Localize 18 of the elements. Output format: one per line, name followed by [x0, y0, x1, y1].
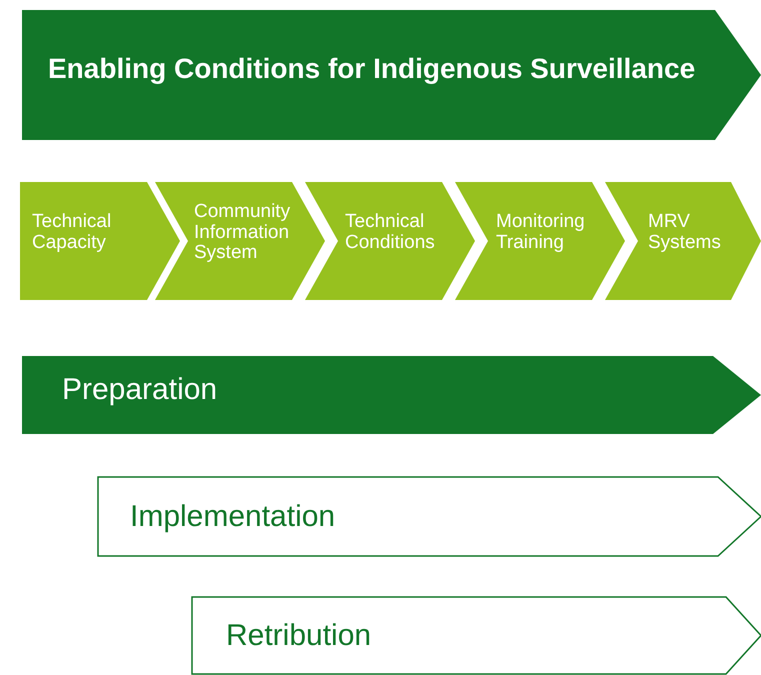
chevron-step	[155, 182, 325, 300]
phase-label: Implementation	[130, 499, 336, 535]
arrow-banner	[22, 356, 761, 434]
chevron-step	[605, 182, 761, 300]
chevron-step	[20, 182, 180, 300]
outlined-arrow	[192, 597, 761, 674]
step-label: Community Information System	[194, 202, 290, 264]
arrow-banner	[22, 10, 761, 140]
chevron-step	[305, 182, 475, 300]
step-label: Technical Conditions	[345, 212, 436, 254]
chevron-step	[455, 182, 625, 300]
phase-label: Retribution	[226, 618, 372, 654]
step-label: Monitoring Training	[496, 212, 586, 254]
step-label: Technical Capacity	[32, 212, 112, 254]
phase-label: Preparation	[62, 372, 218, 408]
banner-title: Enabling Conditions for Indigenous Surveillance	[48, 52, 696, 86]
outlined-arrow	[98, 477, 761, 556]
step-label: MRV Systems	[648, 212, 722, 254]
